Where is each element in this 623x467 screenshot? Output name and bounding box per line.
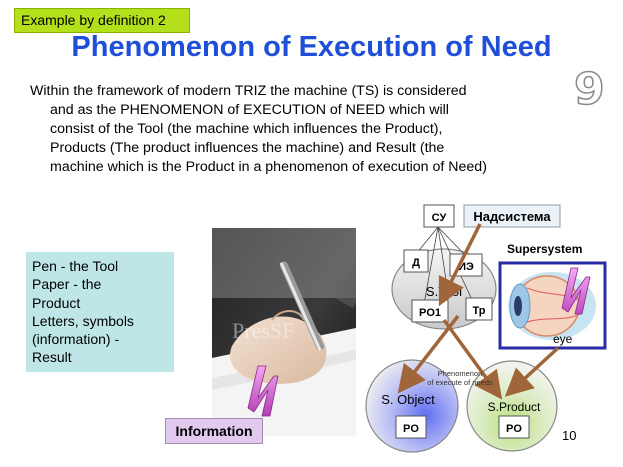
object-circle	[365, 359, 459, 453]
eye-label: eye	[553, 332, 573, 346]
pink-i-icon	[247, 365, 279, 417]
su-label: СУ	[432, 212, 447, 224]
po-product-box	[498, 415, 530, 439]
tr-box	[465, 297, 493, 321]
pen-box-line: Pen - the Tool	[32, 258, 119, 274]
triz-diagram: Supersystem eye СУ Надсистема Д ИЭ S.Too…	[365, 204, 607, 453]
nadsistema-label: Надсистема	[473, 209, 551, 224]
pen-box-line: Paper - the	[32, 276, 102, 293]
product-label: S.Product	[488, 400, 541, 414]
po-object-label: PO	[403, 423, 419, 435]
slide-title: Phenomenon of Execution of Need	[71, 31, 552, 63]
body-paragraph: Within the framework of modern TRIZ the …	[30, 82, 585, 177]
body-line: consist of the Tool (the machine which i…	[50, 121, 443, 137]
writing-hand-photo: PresSF	[212, 228, 356, 436]
phenomenon-label: of execute of needs	[427, 378, 493, 387]
pen-box-line: Product	[32, 294, 81, 311]
po-object-box	[395, 415, 427, 439]
relation-arrows	[397, 223, 560, 400]
body-line: Within the framework of modern TRIZ the …	[30, 83, 467, 99]
nadsistema-box	[463, 204, 561, 228]
phenomenon-label: Phenomenon	[438, 369, 483, 378]
photo-watermark: PresSF	[232, 318, 294, 343]
d-box	[403, 249, 429, 273]
po-product-label: PO	[506, 423, 522, 435]
slide-badge: 9	[573, 63, 605, 116]
pink-i-icon	[561, 267, 591, 315]
pen-box-line: Result	[32, 349, 72, 366]
supersystem-label: Supersystem	[507, 242, 582, 256]
tr-label: Тр	[472, 305, 485, 317]
eye-icon	[508, 272, 596, 340]
pen-explanation-box: Pen - the Tool Paper - the Product Lette…	[26, 252, 174, 372]
po1-label: PO1	[419, 307, 441, 319]
pen-box-line: Letters, symbols	[32, 312, 134, 329]
information-label: Information	[165, 418, 263, 444]
ie-label: ИЭ	[458, 261, 474, 273]
d-label: Д	[412, 257, 420, 269]
page-number: 10	[562, 428, 577, 443]
body-line: Products (The product influences the mac…	[50, 140, 445, 156]
example-tag: Example by definition 2	[14, 8, 190, 33]
object-label: S. Object	[381, 392, 435, 407]
su-box	[423, 204, 455, 228]
pen-box-line: (information) -	[32, 331, 120, 348]
body-line: and as the PHENOMENON of EXECUTION of NE…	[50, 102, 449, 118]
body-line: machine which is the Product in a phenom…	[50, 159, 487, 175]
